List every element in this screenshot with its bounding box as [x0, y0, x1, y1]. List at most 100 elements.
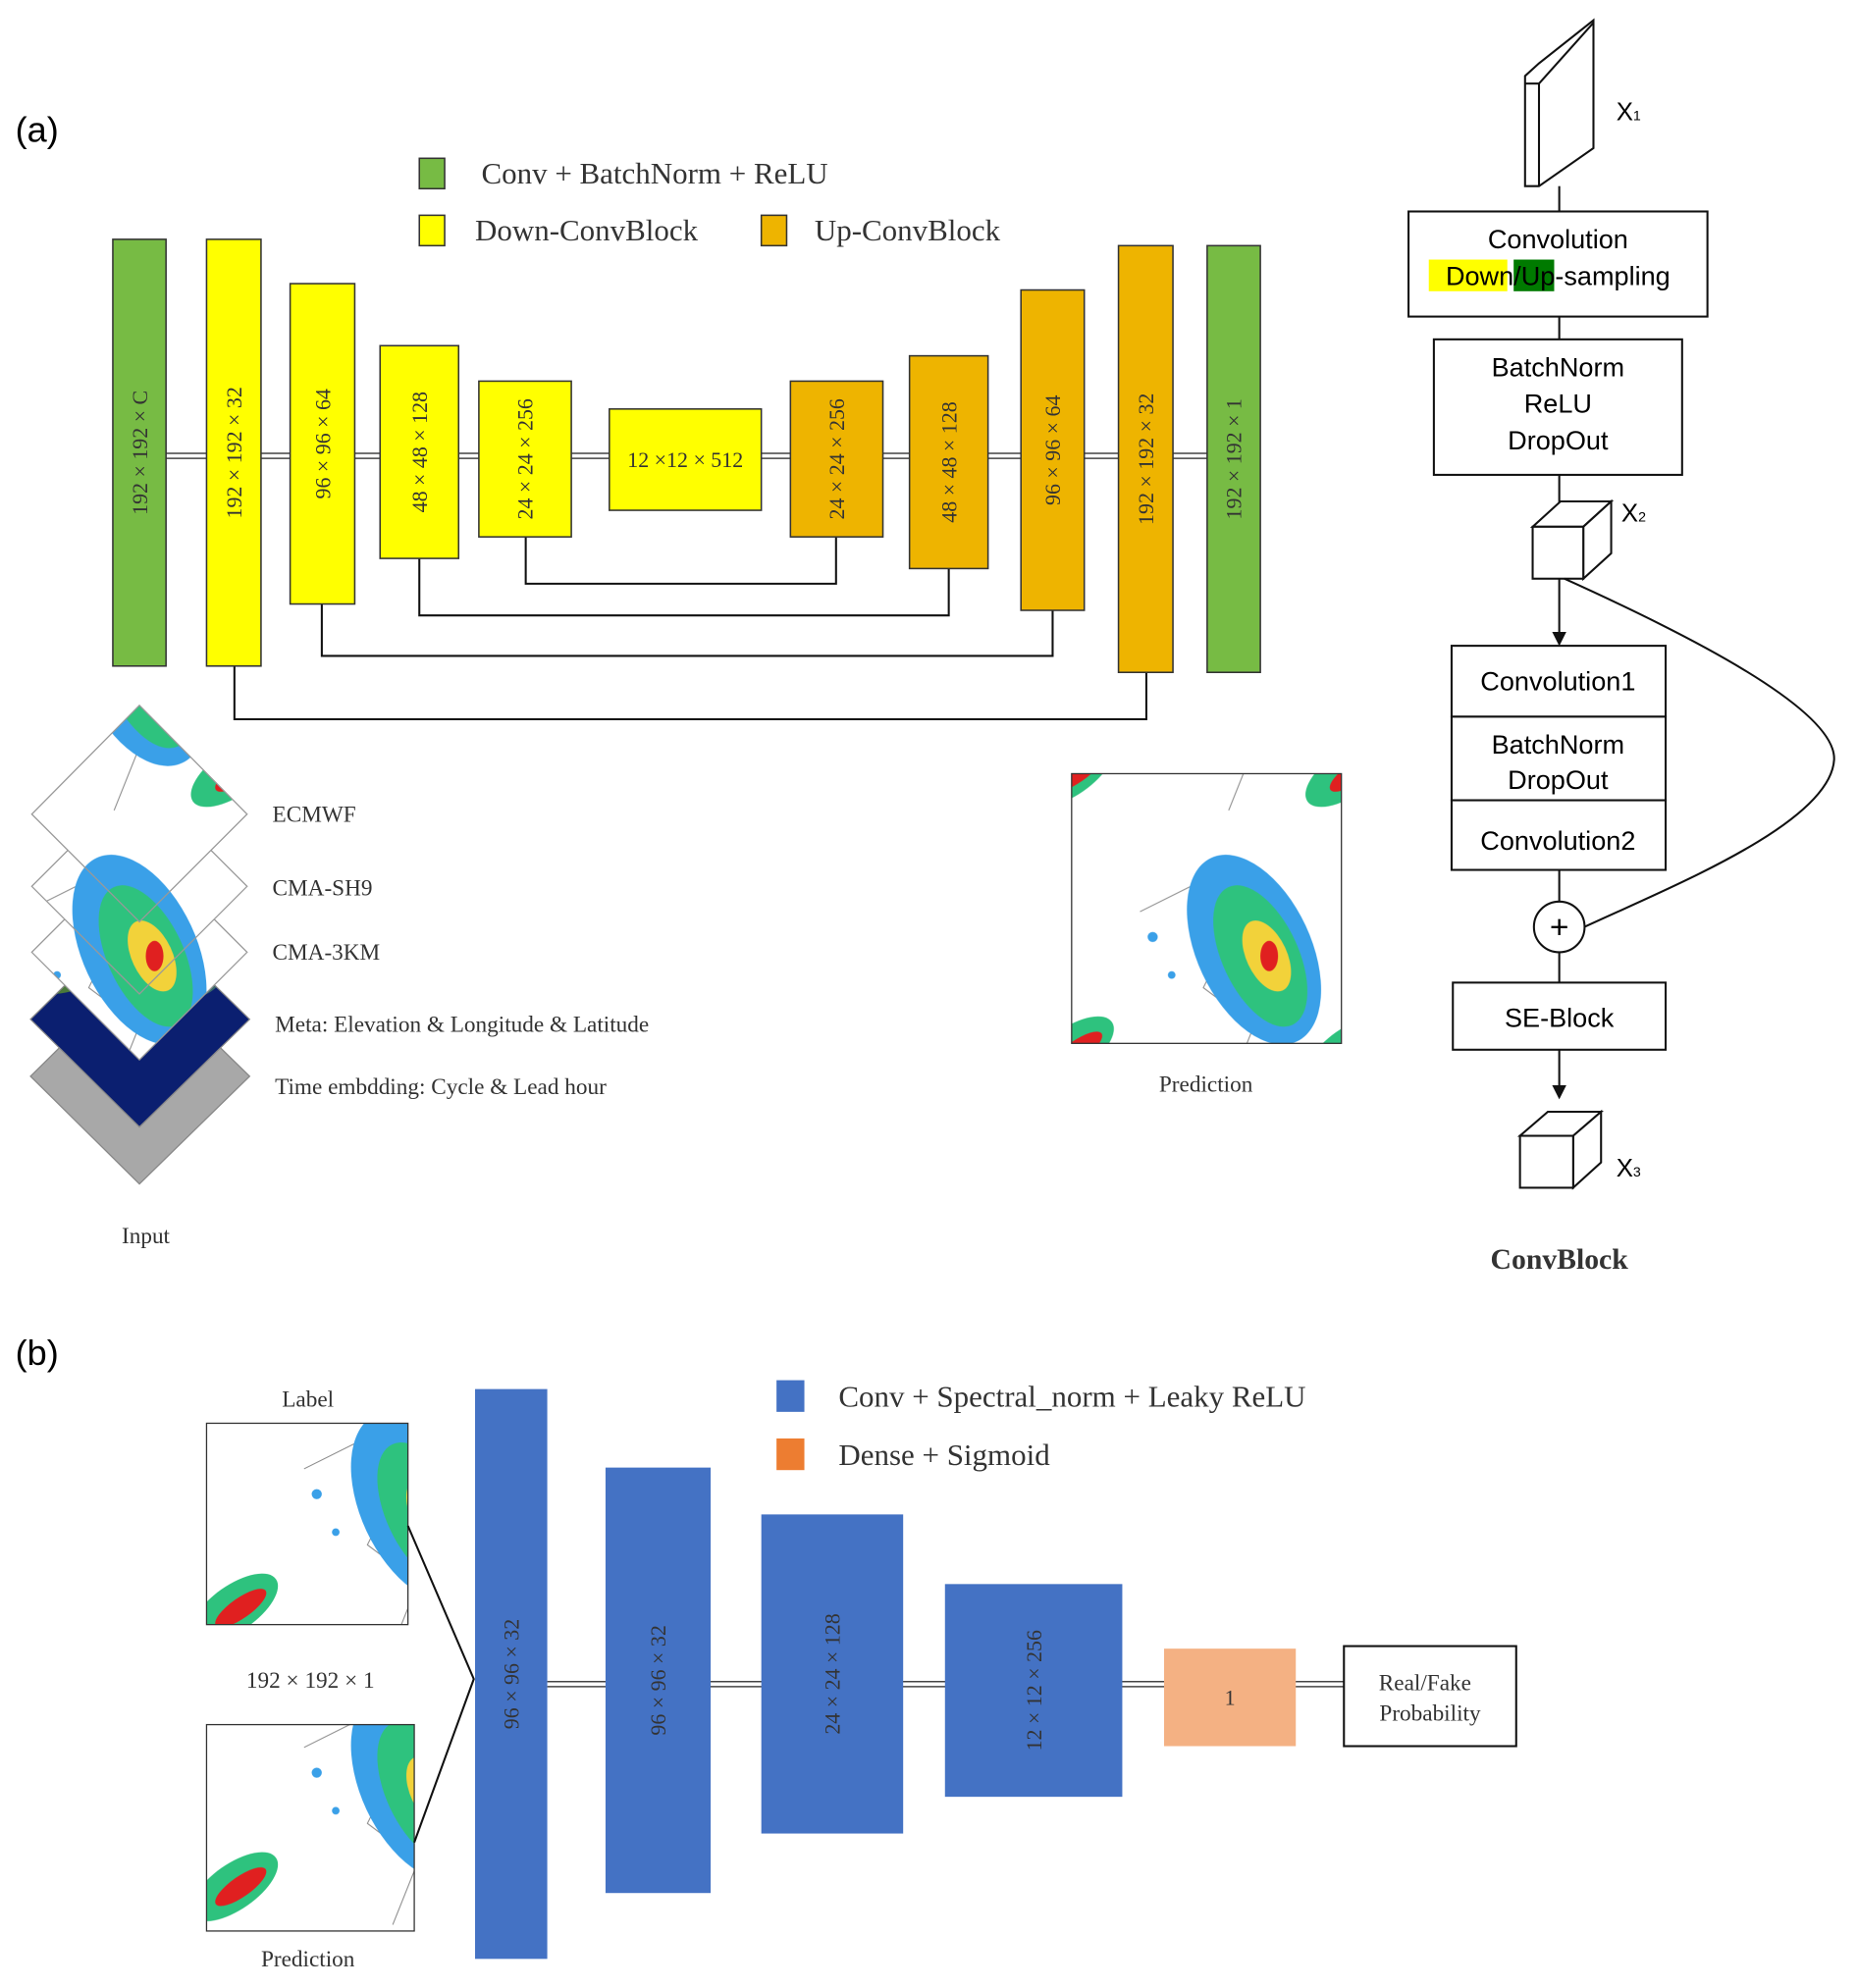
unet-block-rect	[379, 344, 460, 559]
unet-block: 96 × 96 × 64	[289, 283, 356, 605]
output-label-line1: Real/Fake	[1379, 1671, 1471, 1697]
dropout2-label: DropOut	[1508, 764, 1609, 795]
unet-block-rect	[478, 380, 572, 538]
legend-conv-label: Conv + BatchNorm + ReLU	[481, 156, 827, 190]
legend-a: Conv + BatchNorm + ReLU Down-ConvBlock U…	[418, 156, 1001, 247]
discriminator-block-label: 24 × 24 × 128	[821, 1613, 845, 1734]
batchnorm-relu-dropout-box	[1432, 338, 1683, 476]
unet-block-label: 192 × 192 × 32	[1134, 393, 1158, 525]
input-cma-3km-label: CMA-3KM	[273, 940, 381, 966]
discriminator-block: 1	[1164, 1648, 1297, 1747]
batchnorm2-label: BatchNorm	[1492, 729, 1624, 759]
unet-block: 192 × 192 × 32	[205, 238, 262, 667]
discriminator-block: 12 × 12 × 256	[944, 1584, 1123, 1798]
output-label-line2: Probability	[1379, 1701, 1481, 1727]
dropout-label: DropOut	[1508, 425, 1609, 455]
discriminator-block-rect	[475, 1388, 548, 1960]
size-caption: 192 × 192 × 1	[246, 1668, 375, 1694]
residual-connection	[1564, 577, 1835, 928]
unet-block-rect	[609, 408, 763, 511]
convolution2-label: Convolution2	[1480, 825, 1635, 856]
legend-conv-swatch	[418, 157, 446, 190]
legend-down-label: Down-ConvBlock	[475, 213, 699, 247]
discriminator-block-label: 96 × 96 × 32	[646, 1625, 670, 1735]
label-map	[205, 1422, 409, 1626]
ecmwf-layer	[30, 704, 248, 923]
unet-block-rect	[1020, 288, 1086, 611]
unet-blocks: 192 × 192 × C 192 × 192 × 32 96 × 96 × 64 4…	[112, 238, 1261, 674]
unet-block: 24 × 24 × 256	[789, 380, 884, 538]
plus-sign: +	[1550, 910, 1569, 946]
panel-b-label: (b)	[16, 1333, 59, 1373]
unet-block: 12 ×12 × 512	[609, 408, 763, 511]
convolution1-box	[1450, 645, 1668, 718]
convolution2-box	[1450, 799, 1668, 871]
unet-block-label: 24 × 24 × 256	[824, 398, 849, 519]
unet-block: 192 × 192 × 1	[1206, 244, 1261, 674]
prediction-caption-a: Prediction	[1159, 1072, 1253, 1097]
discriminator-block-rect	[944, 1584, 1123, 1798]
convblock-title: ConvBlock	[1491, 1244, 1629, 1276]
unet-block-label: 24 × 24 × 256	[513, 398, 538, 519]
skip-connection	[418, 558, 950, 617]
x1-label: X1	[1617, 99, 1641, 127]
discriminator-block: 96 × 96 × 32	[475, 1388, 548, 1960]
input-caption: Input	[122, 1224, 171, 1249]
unet-block-label: 96 × 96 × 64	[310, 389, 335, 498]
discriminator-block: 24 × 24 × 128	[761, 1514, 904, 1834]
legend-spectral-swatch	[776, 1380, 805, 1412]
unet-block-rect	[205, 238, 262, 667]
unet-block-label: 48 × 48 × 128	[936, 401, 961, 522]
unet-block: 24 × 24 × 256	[478, 380, 572, 538]
x2-tensor-icon	[1529, 498, 1615, 582]
x2-label: X2	[1621, 500, 1646, 528]
x1-tensor-icon	[1523, 18, 1595, 187]
discriminator-block: 96 × 96 × 32	[605, 1467, 712, 1894]
relu-label: ReLU	[1524, 389, 1592, 419]
prediction-map-a	[1071, 772, 1343, 1044]
legend-up-swatch	[760, 214, 788, 247]
discriminator-block-label: 96 × 96 × 32	[500, 1619, 524, 1729]
discriminator-block-rect	[1164, 1648, 1297, 1747]
unet-block-label: 96 × 96 × 64	[1040, 395, 1065, 505]
unet-block: 192 × 192 × 32	[1117, 244, 1174, 674]
prediction-caption-b: Prediction	[261, 1947, 355, 1972]
unet-block-rect	[789, 380, 884, 538]
legend-up-label: Up-ConvBlock	[815, 213, 1001, 247]
convolution1-label: Convolution1	[1480, 665, 1635, 696]
unet-block: 48 × 48 × 128	[379, 344, 460, 559]
skip-connection	[320, 603, 1054, 657]
legend-dense-swatch	[776, 1438, 805, 1471]
unet-block-label: 12 ×12 × 512	[627, 447, 743, 472]
skip-connection	[233, 665, 1147, 721]
unet-block-rect	[289, 283, 356, 605]
input-stack	[29, 704, 251, 1185]
prediction-map-b	[205, 1723, 415, 1932]
unet-block: 48 × 48 × 128	[908, 354, 989, 570]
output-box	[1343, 1645, 1517, 1748]
unet-block-label: 192 × 192 × C	[128, 391, 152, 515]
discriminator-block-label: 1	[1225, 1686, 1236, 1710]
unet-block-label: 192 × 192 × 32	[222, 387, 246, 518]
input-meta-label: Meta: Elevation & Longitude & Latitude	[275, 1013, 649, 1038]
legend-dense-label: Dense + Sigmoid	[838, 1438, 1050, 1472]
sampling-label: Down/Up-sampling	[1446, 260, 1671, 290]
unet-block-rect	[1117, 244, 1174, 674]
x3-label: X3	[1617, 1155, 1641, 1182]
batchnorm-label: BatchNorm	[1492, 351, 1624, 382]
panel-a-label: (a)	[16, 110, 59, 150]
unet-block: 192 × 192 × C	[112, 238, 167, 667]
batchnorm-dropout-box	[1450, 715, 1668, 802]
discriminator-block-rect	[605, 1467, 712, 1894]
legend-down-swatch	[418, 214, 446, 247]
label-caption: Label	[282, 1387, 334, 1413]
unet-block-rect	[112, 238, 167, 667]
unet-block-rect	[1206, 244, 1261, 674]
x3-tensor-icon	[1516, 1109, 1605, 1190]
discriminator-block-rect	[761, 1514, 904, 1834]
input-cma-sh9-label: CMA-SH9	[273, 875, 373, 901]
legend-spectral-label: Conv + Spectral_norm + Leaky ReLU	[838, 1380, 1305, 1414]
se-block-label: SE-Block	[1505, 1003, 1615, 1033]
convolution-label: Convolution	[1488, 224, 1628, 254]
